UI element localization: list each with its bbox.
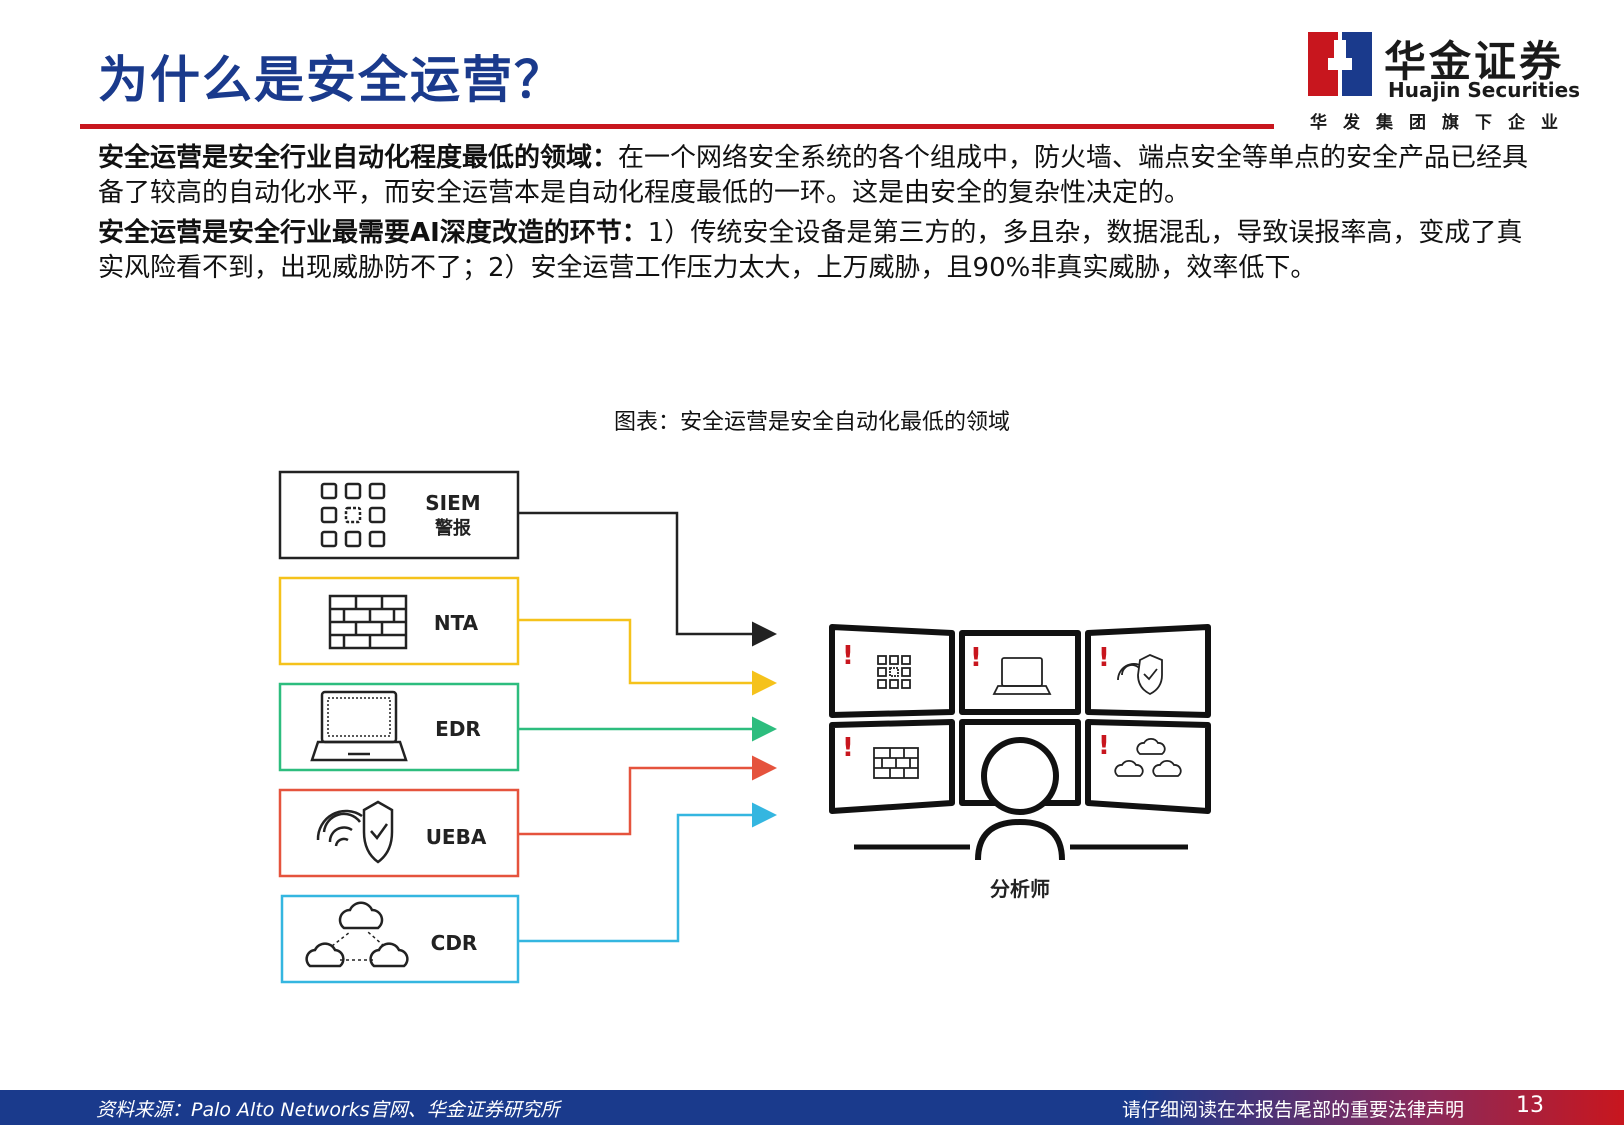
paragraph-1: 安全运营是安全行业自动化程度最低的领域：在一个网络安全系统的各个组成中，防火墙、… xyxy=(98,141,1538,211)
alert-mark-1: ! xyxy=(842,641,854,671)
footer-bar: 资料来源：Palo Alto Networks官网、华金证券研究所 请仔细阅读在… xyxy=(0,1090,1624,1125)
alert-mark-5: ! xyxy=(1098,731,1110,761)
monitor-cloud-icon xyxy=(1114,737,1182,777)
firewall-icon xyxy=(328,594,408,650)
source-label-siem: SIEM xyxy=(425,491,480,515)
source-box-nta: NTA xyxy=(278,576,520,666)
grid-icon xyxy=(320,482,386,548)
source-label-ueba: UEBA xyxy=(426,825,487,849)
source-label-nta: NTA xyxy=(434,611,479,635)
company-logo: 华金证券 Huajin Securities 华发集团旗下企业 xyxy=(1308,28,1598,136)
source-label-edr: EDR xyxy=(435,717,481,741)
alert-mark-3: ! xyxy=(1098,643,1110,673)
logo-subtitle: 华发集团旗下企业 xyxy=(1310,113,1574,133)
source-sublabel-siem: 警报 xyxy=(435,517,471,539)
title-divider xyxy=(80,124,1274,129)
source-box-siem: SIEM 警报 xyxy=(278,470,520,560)
logo-chinese-name: 华金证券 xyxy=(1384,37,1565,86)
monitor-grid-icon xyxy=(877,655,911,689)
cloud-icon xyxy=(305,901,409,968)
connector-siem xyxy=(518,511,777,647)
figure-caption: 图表：安全运营是安全自动化最低的领域 xyxy=(613,410,1010,435)
paragraph-2: 安全运营是安全行业最需要AI深度改造的环节：1）传统安全设备是第三方的，多且杂，… xyxy=(98,216,1538,286)
paragraph-2-text: 1）传统安全设备是第三方的，多且杂，数据混乱，导致误报率高，变成了真实风险看不到… xyxy=(98,218,1523,283)
analyst-label: 分析师 xyxy=(990,877,1050,901)
logo-english-name: Huajin Securities xyxy=(1388,78,1581,102)
monitor-shield-icon xyxy=(1117,654,1163,696)
alert-mark-4: ! xyxy=(842,733,854,763)
page-title: 为什么是安全运营？ xyxy=(98,51,566,109)
security-ops-diagram: SIEM 警报 NTA EDR xyxy=(278,470,1211,984)
alert-mark-2: ! xyxy=(970,643,982,673)
source-box-edr: EDR xyxy=(278,682,520,772)
huajin-logo-icon xyxy=(1308,32,1372,96)
connector-nta xyxy=(518,618,777,696)
paragraph-1-heading: 安全运营是安全行业自动化程度最低的领域： xyxy=(98,143,619,173)
footer-source: 资料来源：Palo Alto Networks官网、华金证券研究所 xyxy=(96,1099,560,1121)
paragraph-2-heading: 安全运营是安全行业最需要AI深度改造的环节： xyxy=(98,218,648,248)
page-number: 13 xyxy=(1516,1093,1544,1118)
connector-cdr xyxy=(518,802,777,943)
footer-disclaimer: 请仔细阅读在本报告尾部的重要法律声明 xyxy=(1121,1099,1464,1121)
monitor-laptop-icon xyxy=(992,657,1052,695)
connector-ueba xyxy=(518,755,777,836)
laptop-icon xyxy=(310,690,408,762)
source-box-ueba: UEBA xyxy=(278,788,520,878)
monitor-firewall-icon xyxy=(873,747,919,779)
source-label-cdr: CDR xyxy=(431,931,478,955)
analyst-icon xyxy=(975,737,1065,861)
paragraph-1-text: 在一个网络安全系统的各个组成中，防火墙、端点安全等单点的安全产品已经具备了较高的… xyxy=(98,143,1529,208)
source-box-cdr: CDR xyxy=(280,894,520,984)
fingerprint-shield-icon xyxy=(316,800,394,864)
